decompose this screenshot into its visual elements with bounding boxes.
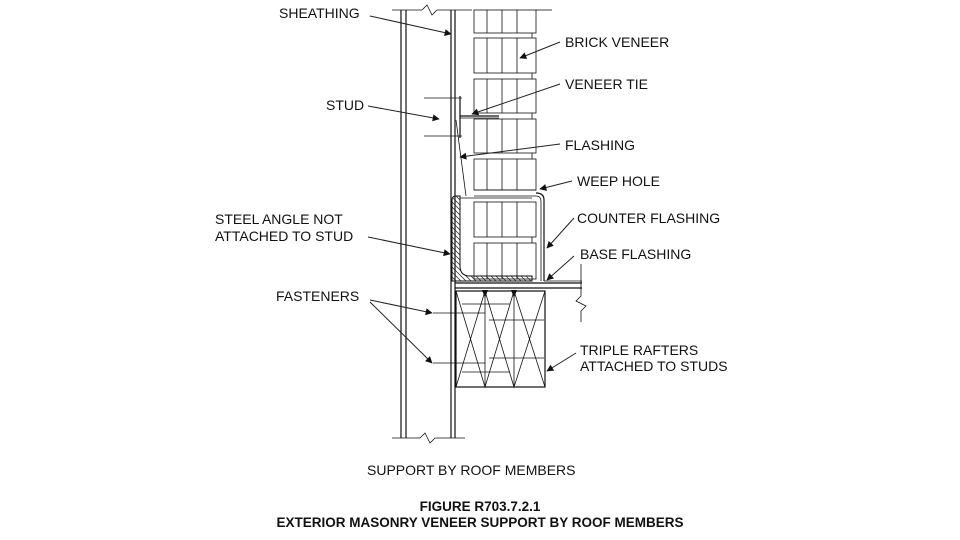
brick-veneer-leader: [519, 41, 561, 59]
stud: [400, 10, 407, 438]
triple-rafters: [433, 289, 546, 389]
label-steel-angle-line2: ATTACHED TO STUD: [215, 228, 353, 244]
bottom-break-line: [392, 432, 465, 444]
label-sheathing: SHEATHING: [279, 5, 360, 21]
label-base-flashing: BASE FLASHING: [580, 246, 691, 262]
fasteners-leader-lower: [369, 301, 433, 364]
counter-flashing: [535, 192, 545, 281]
figure-number: FIGURE R703.7.2.1: [420, 499, 541, 514]
subcaption: SUPPORT BY ROOF MEMBERS: [367, 462, 576, 478]
figure-title: EXTERIOR MASONRY VENEER SUPPORT BY ROOF …: [276, 515, 683, 530]
brick-veneer: [473, 9, 537, 280]
weep-hole-shelf: [460, 189, 536, 199]
label-triple-rafters-line1: TRIPLE RAFTERS: [580, 342, 698, 358]
label-veneer-tie: VENEER TIE: [565, 76, 648, 92]
label-brick-veneer: BRICK VENEER: [565, 34, 669, 50]
right-break-line: [575, 264, 587, 322]
base-flashing-leader: [546, 255, 575, 281]
steel-angle: [451, 195, 533, 282]
label-triple-rafters-line2: ATTACHED TO STUDS: [580, 358, 728, 374]
label-weep-hole: WEEP HOLE: [577, 173, 660, 189]
sheathing-leader: [369, 15, 452, 37]
stud-leader: [367, 105, 440, 122]
flashing-leader: [459, 143, 561, 160]
veneer-tie-leader: [471, 83, 561, 116]
steel-angle-leader: [367, 236, 451, 257]
base-flashing: [455, 280, 582, 289]
triple-rafters-leader: [546, 352, 577, 372]
counter-flashing-leader: [546, 217, 575, 249]
flashing: [455, 119, 467, 197]
label-stud: STUD: [326, 97, 364, 113]
top-break-line: [392, 4, 552, 16]
veneer-tie: [424, 96, 499, 138]
label-counter-flashing: COUNTER FLASHING: [577, 210, 720, 226]
label-steel-angle-line1: STEEL ANGLE NOT: [215, 211, 343, 227]
label-flashing: FLASHING: [565, 137, 635, 153]
label-fasteners: FASTENERS: [276, 288, 359, 304]
fasteners-leader-upper: [369, 299, 433, 316]
weep-hole-leader: [539, 180, 573, 191]
leaders: [367, 15, 577, 372]
